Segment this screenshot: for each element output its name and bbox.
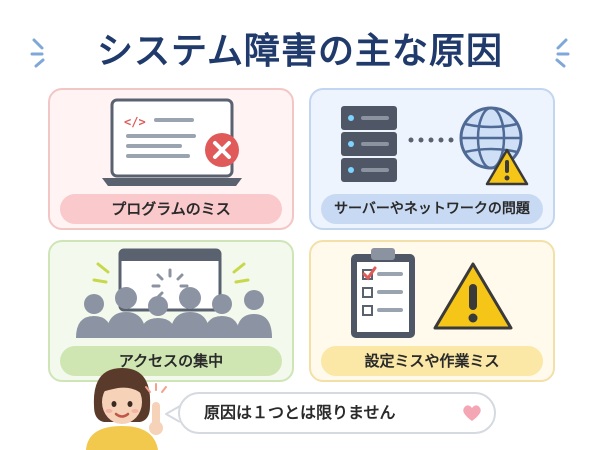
cause-label-config-error: 設定ミスや作業ミス bbox=[321, 346, 543, 376]
server-network-warning-icon bbox=[341, 106, 529, 186]
sparkle-left-icon bbox=[30, 38, 45, 68]
cause-card-access-surge: アクセスの集中 bbox=[48, 240, 294, 382]
cause-card-config-error: 設定ミスや作業ミス bbox=[309, 240, 555, 382]
cause-label-program-error: プログラムのミス bbox=[60, 194, 282, 224]
presenter-woman-icon bbox=[86, 368, 167, 450]
page-title: システム障害の主な原因 bbox=[97, 31, 503, 72]
cause-card-server-network: サーバーやネットワークの問題 bbox=[309, 88, 555, 230]
heart-icon bbox=[463, 405, 481, 421]
laptop-code-error-icon: </> bbox=[102, 98, 242, 186]
sparkle-right-icon bbox=[555, 38, 570, 68]
speech-text: 原因は１つとは限りません bbox=[204, 403, 396, 422]
cause-label-server-network: サーバーやネットワークの問題 bbox=[321, 194, 543, 224]
speech-bubble: 原因は１つとは限りません bbox=[178, 392, 496, 434]
checklist-warning-icon bbox=[351, 248, 513, 338]
crowd-loading-icon bbox=[76, 248, 272, 338]
svg-text:</>: </> bbox=[124, 115, 146, 129]
cause-label-access-surge: アクセスの集中 bbox=[60, 346, 282, 376]
cause-card-program-error: </> プログラムのミス bbox=[48, 88, 294, 230]
